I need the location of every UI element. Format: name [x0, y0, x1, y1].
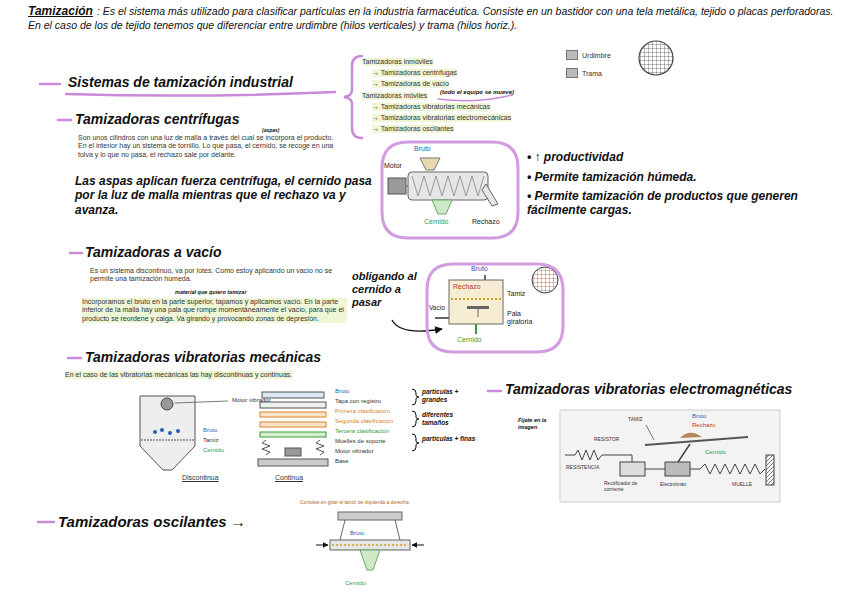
- typed-text: → Tamizadoras centrífugas: [372, 69, 457, 77]
- handwritten-note: Fíjate en la imagen: [518, 417, 558, 430]
- part-label: Tamiz: [507, 290, 525, 298]
- typed-text: Bruto: [203, 427, 217, 434]
- handwritten-note: (aspas): [262, 127, 280, 133]
- oscillating-sifter-drawing: [316, 512, 424, 570]
- pink-marks: [38, 56, 512, 522]
- typed-text: Primera clasificación: [335, 408, 390, 415]
- blob-outline: [425, 262, 565, 354]
- typed-text: Consiste en girar el tamiz de izquierda …: [300, 499, 410, 505]
- typed-text: Incorporamos el bruto en la parte superi…: [82, 298, 347, 323]
- handwritten-note: obligando al cernido a pasar: [352, 270, 424, 310]
- typed-text: → Tamizadoras vibratorias electromecánic…: [372, 114, 511, 122]
- typed-text: Tapa con registro: [335, 398, 381, 405]
- handwritten-note: (todo el equipo se mueve): [440, 89, 514, 96]
- blob-border: [382, 142, 518, 238]
- handwritten-note: • ↑ productividad: [527, 150, 623, 164]
- typed-text: Rechazo: [692, 422, 716, 429]
- typed-text: Bruto: [350, 530, 364, 537]
- vacuum-sifter-drawing: [435, 267, 558, 334]
- title: Tamización: [28, 4, 93, 18]
- handwritten-note: material que quiero tamizar: [175, 289, 247, 296]
- centrifugal-sifter-drawing: [388, 158, 498, 214]
- part-label: Rechazo: [472, 218, 500, 226]
- typed-text: → Tamizadoras oscilantes: [372, 125, 454, 133]
- typed-text: Bruto: [335, 388, 349, 395]
- typed-text: Cernido: [345, 580, 366, 587]
- typed-text: Motor vibrador: [335, 448, 374, 455]
- legend: UrdimbreTrama: [566, 46, 611, 82]
- typed-text: Tamiz: [203, 437, 219, 444]
- section-heading: Tamizadoras centrífugas: [75, 111, 239, 128]
- typed-text: Cernido: [705, 449, 726, 456]
- mesh-icon: [639, 41, 673, 75]
- typed-text: MUELLE: [732, 481, 752, 487]
- typed-text: Continua: [275, 474, 303, 482]
- typed-text: TAMIZ: [628, 416, 643, 422]
- handwritten-note: partículas + finas: [422, 435, 477, 443]
- part-label: Bruto: [414, 145, 431, 153]
- handwritten-note: • Permite tamización húmeda.: [527, 170, 697, 184]
- typed-text: RESISTOR: [594, 436, 619, 442]
- typed-text: En el caso de las vibratorias mecánicas …: [65, 371, 292, 379]
- part-label: Rechazo: [453, 283, 481, 291]
- typed-text: Tercera clasificación: [335, 428, 389, 435]
- legend-text: Trama: [582, 70, 602, 77]
- typed-text: Tamizadoras móviles: [362, 92, 427, 100]
- intro-text: : Es el sistema más utilizado para clasi…: [28, 5, 833, 31]
- note-braces: [412, 389, 419, 451]
- electromagnetic-sifter-drawing: [560, 410, 780, 502]
- note-arrow: [392, 320, 442, 331]
- typed-text: Son unos cilindros con una luz de malla …: [78, 134, 343, 159]
- typed-text: Motor vibrador: [232, 397, 271, 404]
- typed-text: → Tamizadoras de vacío: [372, 80, 449, 88]
- typed-text: Discontinua: [182, 474, 219, 482]
- typed-text: Es un sistema discontinuo, va por lotes.…: [90, 267, 340, 284]
- section-heading: Tamizadoras vibratorias electromagnética…: [505, 381, 792, 398]
- section-heading: Sistemas de tamización industrial: [68, 74, 293, 91]
- handwritten-note: Las aspas aplican fuerza centrífuga, el …: [75, 174, 375, 217]
- handwritten-note: • Permite tamización de productos que ge…: [527, 189, 827, 218]
- typed-text: → Tamizadoras vibratorias mecánicas: [372, 103, 490, 111]
- handwritten-note: partículas + grandes: [422, 388, 477, 404]
- typed-text: Cernido: [203, 447, 224, 454]
- legend-text: Urdimbre: [582, 52, 611, 59]
- continuous-sifter-drawing: [258, 392, 328, 466]
- part-label: Cernido: [424, 218, 449, 226]
- intro-paragraph: Tamización: Es el sistema más utilizado …: [28, 4, 840, 32]
- typed-text: RESISTENCIA: [566, 464, 599, 470]
- part-label: Cernido: [457, 336, 482, 344]
- typed-text: Base: [335, 458, 349, 465]
- handwritten-note: diferentes tamaños: [422, 411, 477, 427]
- section-heading: Tamizadoras a vacío: [85, 244, 221, 261]
- section-heading: Tamizadoras vibratorias mecánicas: [85, 349, 321, 366]
- blob-border: [427, 264, 563, 352]
- typed-text: Rectificador de corriente: [604, 480, 654, 492]
- part-label: Pala giratoria: [507, 310, 547, 327]
- typed-text: Muelles de soporte: [335, 438, 386, 445]
- discontinuous-sifter-drawing: [140, 396, 228, 470]
- part-label: Motor: [384, 162, 402, 170]
- legend-swatch: [566, 68, 578, 78]
- image-blob: BrutoMotorCernido Rechazo: [380, 140, 520, 240]
- legend-swatch: [566, 50, 578, 60]
- typed-text: Tamizadoras inmóviles: [362, 58, 433, 66]
- part-label: Bruto: [471, 265, 488, 273]
- legend-row: Urdimbre: [566, 46, 611, 64]
- typed-text: Bruto: [692, 413, 706, 420]
- section-heading: Tamizadoras oscilantes →: [58, 513, 246, 531]
- typed-text: Electroimán: [660, 481, 686, 487]
- image-blob: BrutoRechazoTamizVacíoCernido Pala girato…: [425, 262, 565, 354]
- typed-text: Segunda clasificación: [335, 418, 393, 425]
- legend-row: Trama: [566, 64, 611, 82]
- part-label: Vacío: [429, 304, 445, 312]
